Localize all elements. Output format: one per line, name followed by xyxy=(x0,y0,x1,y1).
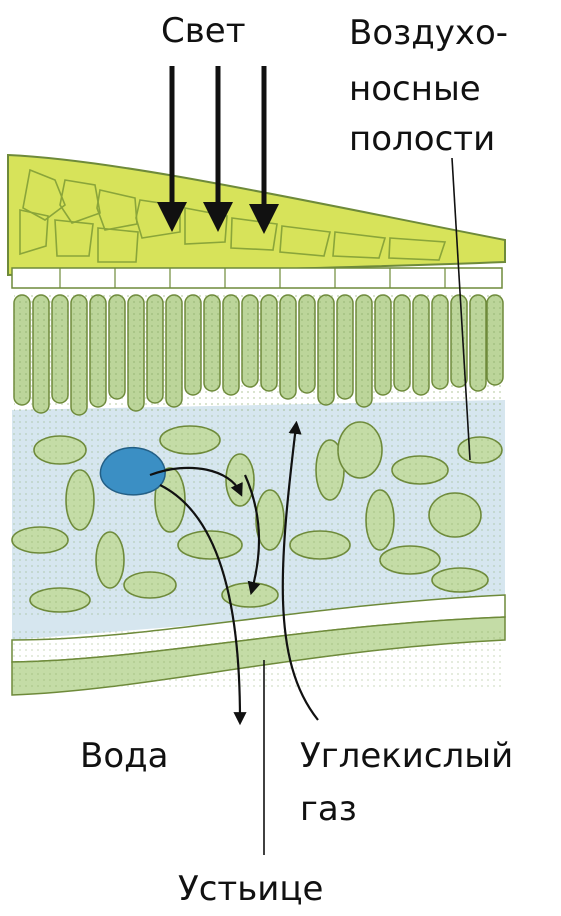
upper-epidermis xyxy=(8,155,505,288)
label-water: Вода xyxy=(80,735,168,777)
label-light: Свет xyxy=(161,10,246,52)
label-co2-line-2: газ xyxy=(300,788,357,830)
label-co2-line-1: Углекислый xyxy=(300,735,513,777)
label-stoma: Устьице xyxy=(178,868,323,910)
vein xyxy=(100,448,165,495)
label-air-spaces-line-2: носные xyxy=(349,68,481,110)
label-air-spaces-line-1: Воздухо- xyxy=(349,12,508,54)
label-air-spaces-line-3: полости xyxy=(349,118,495,160)
